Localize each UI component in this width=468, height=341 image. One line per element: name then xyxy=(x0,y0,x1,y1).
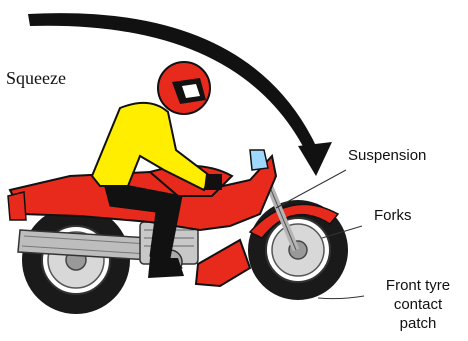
helmet xyxy=(158,62,210,114)
contact-patch-label-line-1: Front tyre xyxy=(374,277,462,294)
squeeze-label: Squeeze xyxy=(6,70,66,87)
contact-patch-label-line-3: patch xyxy=(374,315,462,332)
rear-wheel xyxy=(22,206,130,314)
contact-patch-leader-line xyxy=(318,296,364,299)
suspension-label: Suspension xyxy=(348,147,426,164)
contact-patch-label-line-2: contact xyxy=(374,296,462,313)
rider-boot xyxy=(148,258,184,278)
forks-label: Forks xyxy=(374,207,412,224)
rider-glove xyxy=(204,174,222,190)
